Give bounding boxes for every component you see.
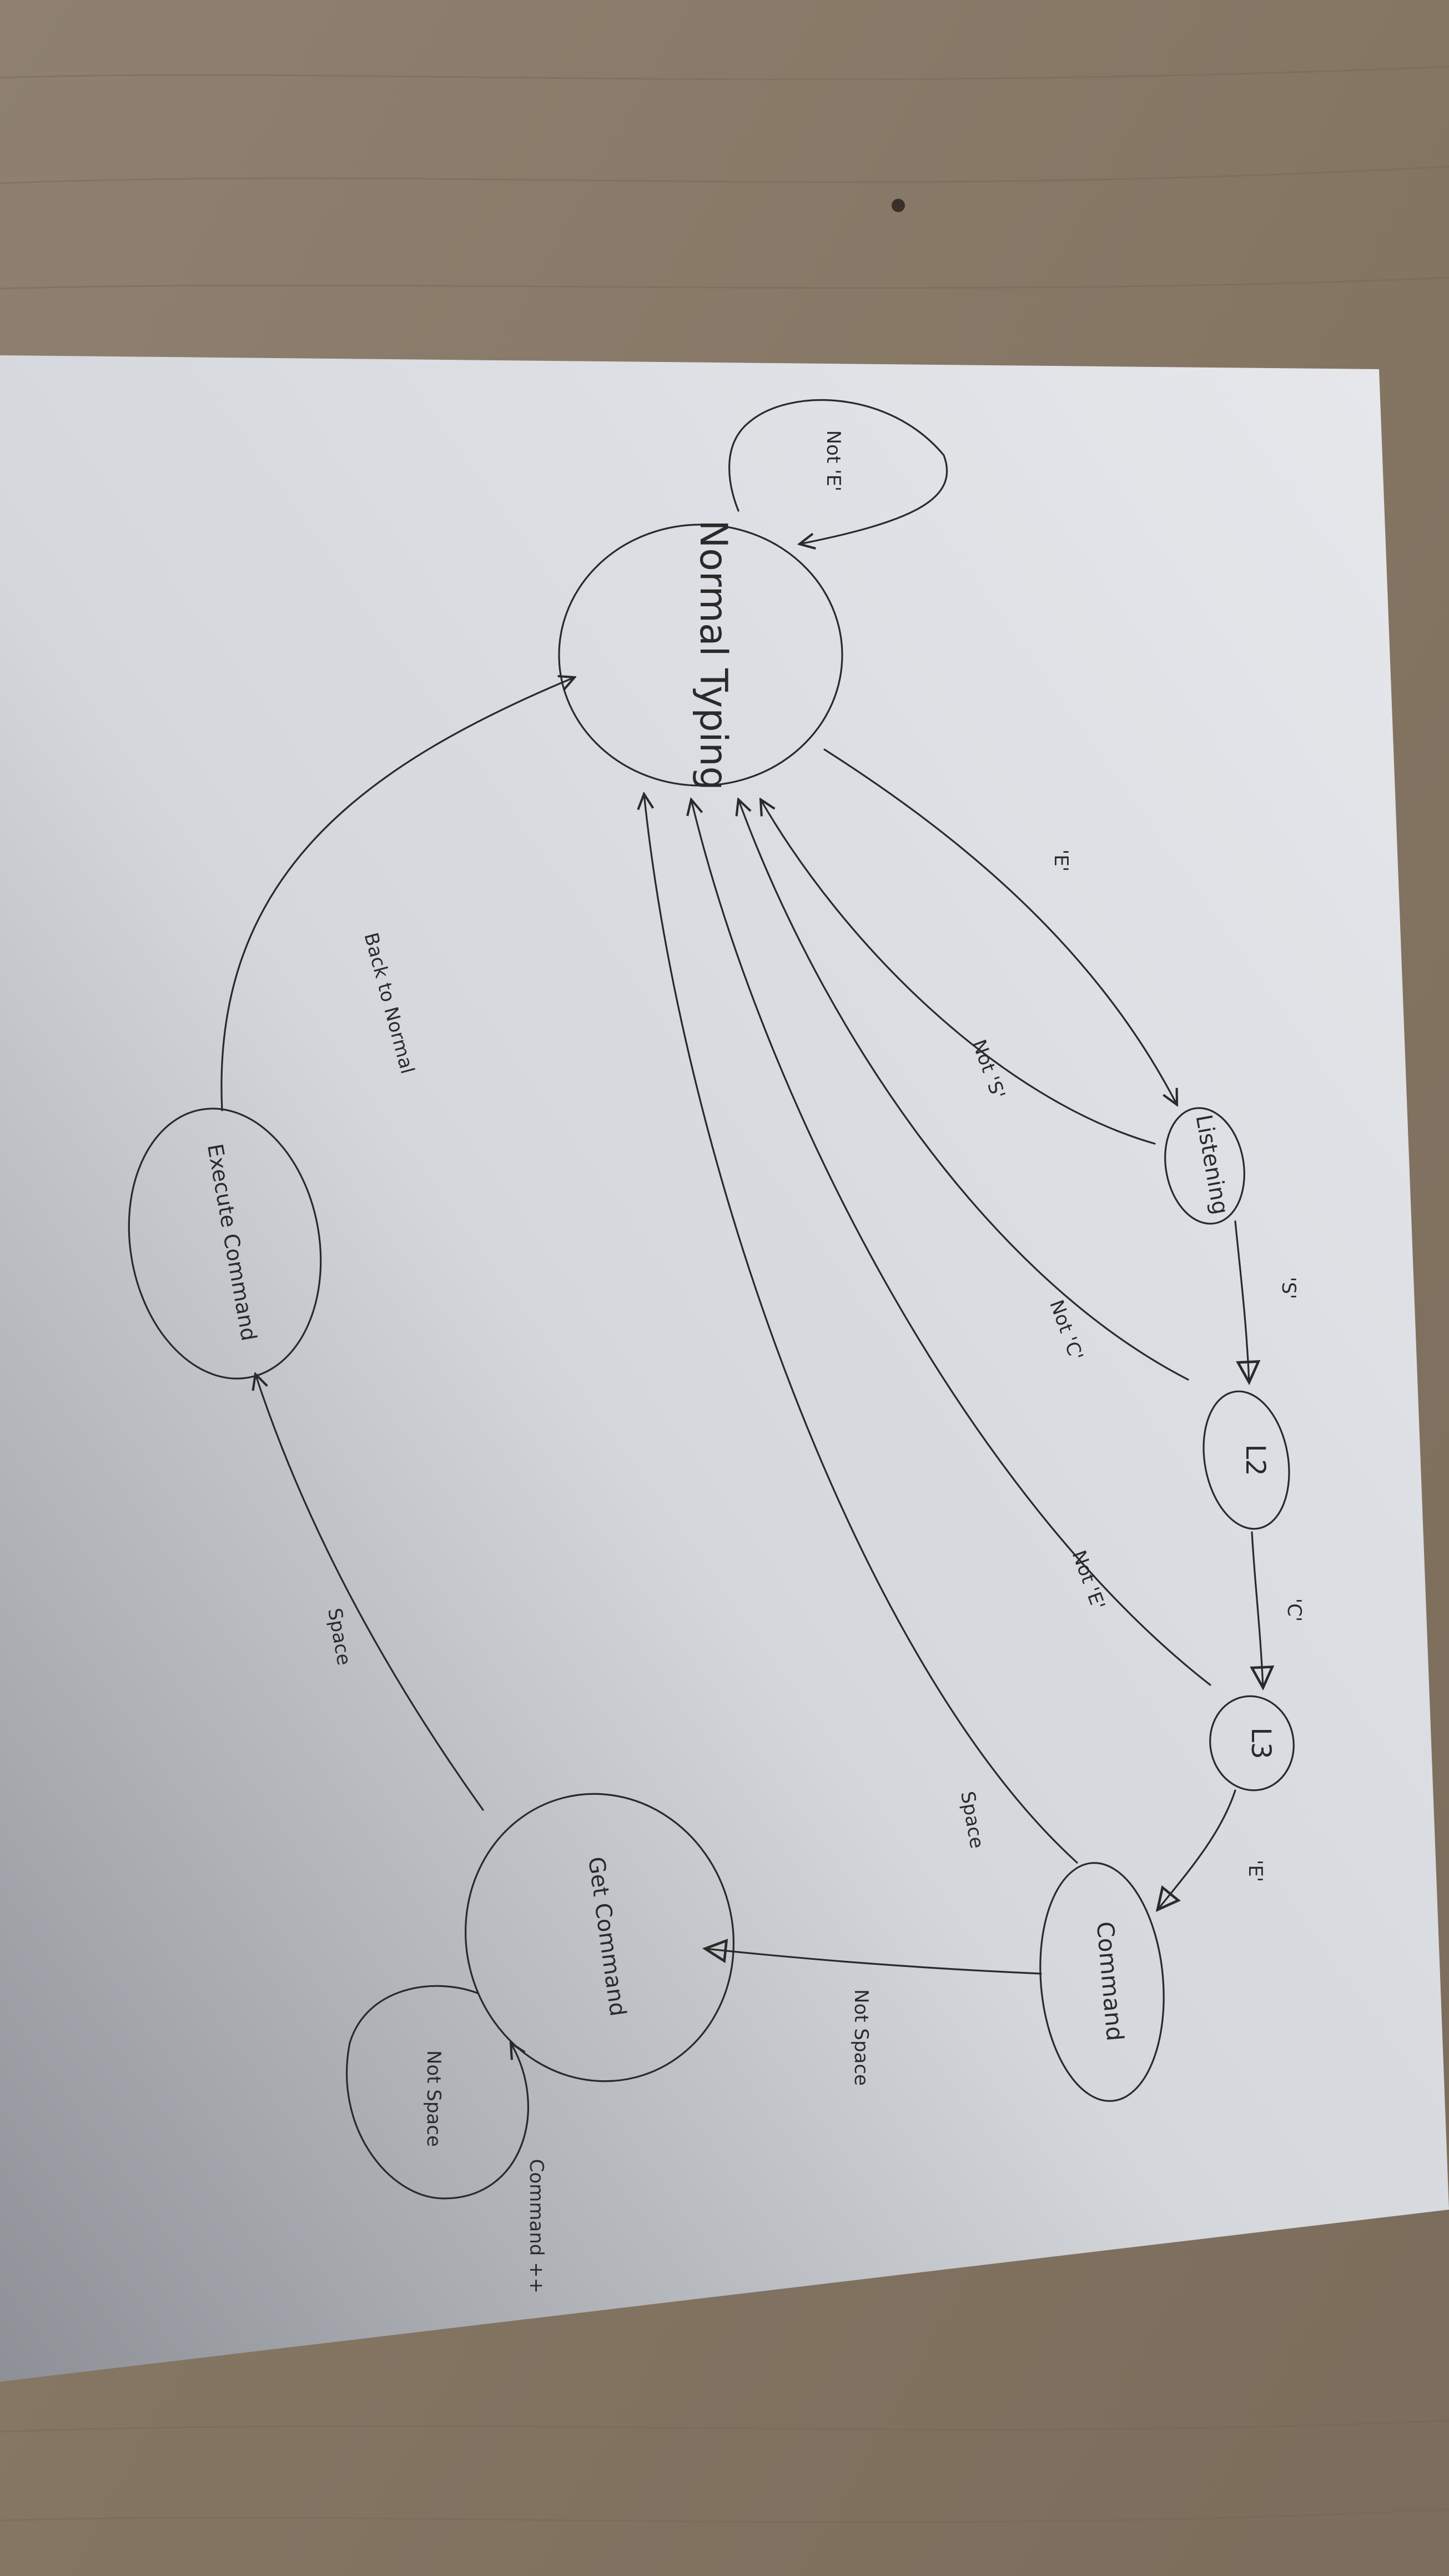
edge-l2-to-normal[interactable] (738, 799, 1189, 1381)
label-normal-typing: Normal Typing (691, 520, 735, 790)
edge-normal-to-listening[interactable] (823, 748, 1177, 1105)
label-command-to-get: Not Space (850, 1989, 872, 2086)
edge-get-to-execute[interactable] (255, 1374, 484, 1811)
self-loop-get-command[interactable] (346, 1985, 529, 2200)
state-get-command[interactable] (434, 1764, 766, 2112)
state-normal-typing[interactable] (558, 524, 843, 787)
edge-l3-to-normal[interactable] (691, 799, 1211, 1686)
label-self-loop-get-action: Command ++ (525, 2159, 547, 2294)
edge-listening-to-l2[interactable] (1234, 1220, 1249, 1382)
edge-command-to-normal[interactable] (644, 794, 1078, 1864)
label-e-to-command: 'E' (1244, 1860, 1266, 1882)
edge-execute-to-normal[interactable] (220, 677, 575, 1111)
label-c-to-l3: 'C' (1283, 1598, 1305, 1622)
label-e-to-listening: 'E' (1050, 849, 1072, 872)
self-loop-normal[interactable] (728, 399, 948, 544)
label-s-to-l2: 'S' (1277, 1277, 1300, 1299)
edge-listening-to-normal[interactable] (761, 799, 1156, 1145)
edge-l2-to-l3[interactable] (1252, 1531, 1263, 1688)
state-execute-command[interactable] (108, 1093, 341, 1394)
edge-command-to-get[interactable] (705, 1949, 1042, 1975)
label-l2: L2 (1240, 1444, 1271, 1476)
diagram (108, 399, 1301, 2200)
state-command[interactable] (1031, 1858, 1174, 2106)
label-self-loop-get: Not Space (422, 2050, 445, 2147)
table-mark (892, 199, 905, 212)
edge-l3-to-command[interactable] (1158, 1789, 1236, 1910)
state-l2[interactable] (1193, 1385, 1299, 1536)
paper-sheet (0, 355, 1449, 2382)
label-self-loop-normal: Not 'E' (822, 430, 844, 492)
state-l3[interactable] (1203, 1689, 1301, 1797)
wood-grain (0, 66, 1449, 2523)
label-l3: L3 (1245, 1727, 1276, 1759)
state-listening[interactable] (1156, 1101, 1253, 1230)
